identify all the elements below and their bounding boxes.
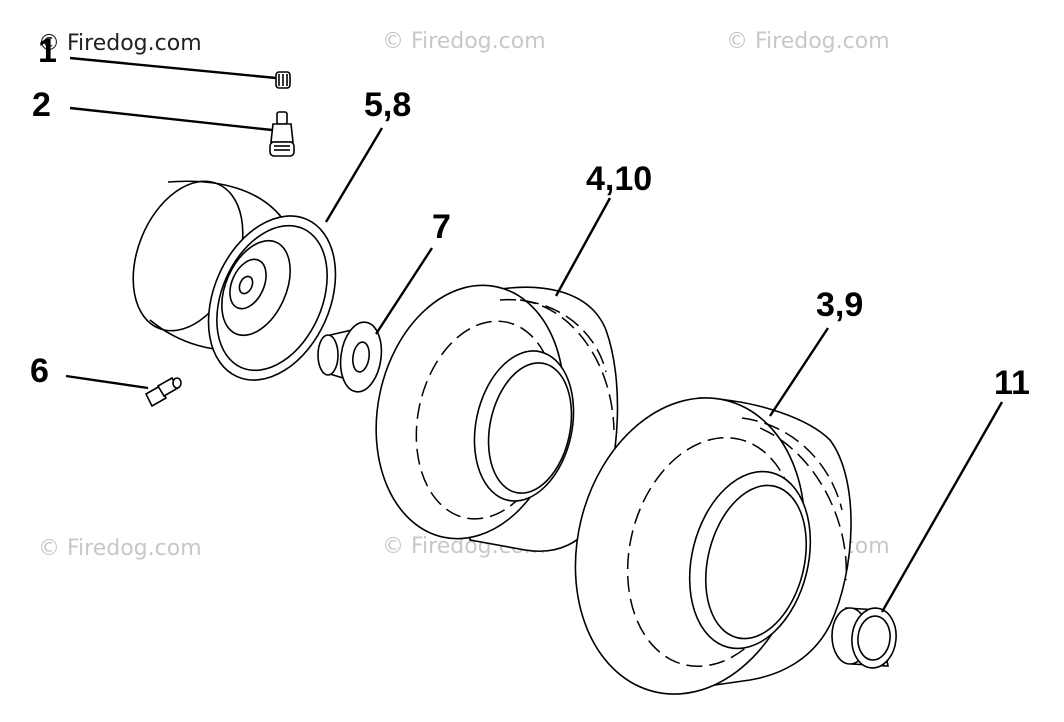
part-6-grease-fitting [144,376,182,408]
part-1-valve-cap [275,71,291,89]
callout-3-9: 3,9 [816,286,863,324]
watermark-bottom-left: © Firedog.com [38,536,202,561]
leader-3-9 [768,327,830,417]
part-4-10-tire [375,284,619,552]
callout-2: 2 [32,86,51,124]
leader-11 [880,401,1004,613]
leader-1 [69,56,277,80]
callout-4-10: 4,10 [586,160,652,198]
watermark-top-center: © Firedog.com [382,29,546,54]
part-11-cap [831,607,897,669]
part-5-8-wheel-rim [132,180,337,381]
part-3-9-tire [574,397,852,695]
leader-5-8 [324,127,384,223]
watermark-top-right: © Firedog.com [726,29,890,54]
callout-7: 7 [432,208,451,246]
part-7-flanged-bushing [317,321,383,393]
leader-7 [374,247,434,335]
leader-4-10 [554,197,612,297]
watermark-top-left: © Firedog.com [38,31,202,56]
callout-6: 6 [30,352,49,390]
callout-5-8: 5,8 [364,86,411,124]
leader-2 [69,106,273,132]
part-2-valve-stem [269,111,295,157]
leader-6 [65,374,149,390]
callout-1: 1 [38,32,57,70]
callout-11: 11 [994,364,1030,402]
